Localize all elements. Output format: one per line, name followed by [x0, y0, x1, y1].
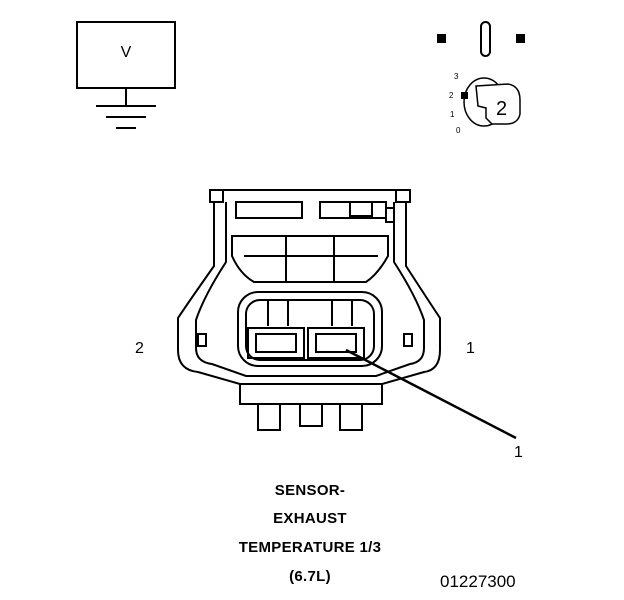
title-line-2: EXHAUST: [273, 510, 347, 527]
pin-label-right: 1: [466, 340, 475, 357]
voltmeter-box: [76, 21, 176, 89]
ground-symbol-icon: [96, 89, 156, 129]
callout-label: 1: [514, 444, 523, 461]
callout-leader-line: [345, 348, 517, 440]
title-line-3: TEMPERATURE 1/3: [238, 539, 382, 556]
switch-position-2: 2: [449, 91, 454, 100]
rotary-switch-icon: [437, 21, 525, 127]
switch-position-1: 1: [450, 110, 455, 119]
voltmeter-label: V: [120, 44, 132, 61]
title-line-4: (6.7L): [289, 568, 331, 585]
switch-position-3: 3: [454, 72, 459, 81]
switch-selected-label: 2: [496, 98, 508, 120]
part-number: 01227300: [440, 572, 516, 591]
title-line-1: SENSOR-: [274, 482, 346, 499]
connector-housing: [177, 189, 441, 431]
pin-label-left: 2: [135, 340, 144, 357]
switch-position-0: 0: [456, 126, 461, 135]
